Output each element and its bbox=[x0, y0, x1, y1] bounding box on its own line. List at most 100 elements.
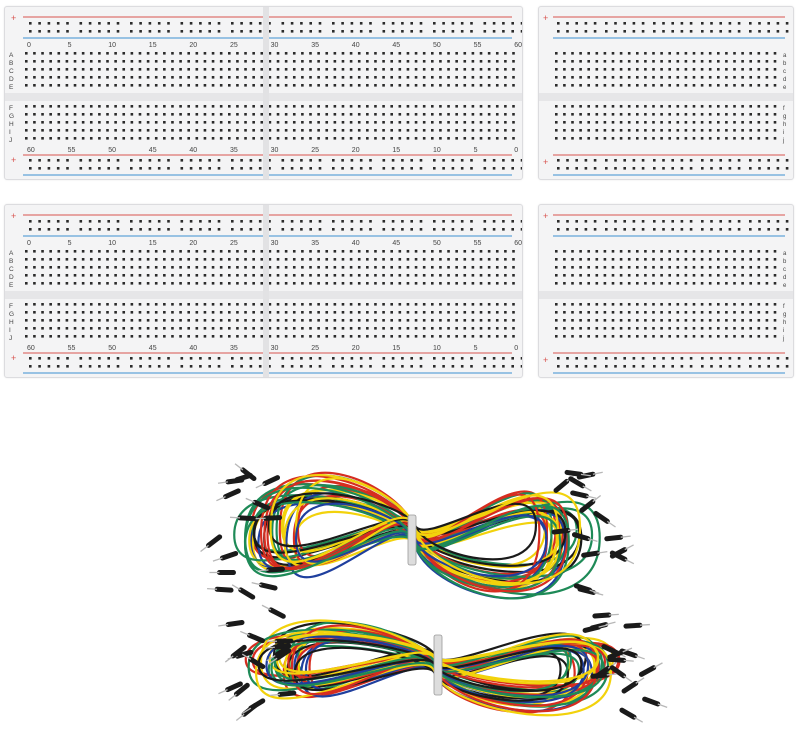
jumper-wire bbox=[278, 632, 600, 683]
connector-pin bbox=[608, 613, 619, 616]
row-letter: j bbox=[782, 138, 784, 144]
connector-housing bbox=[258, 582, 278, 591]
hole-row bbox=[557, 159, 789, 162]
row-letter: e bbox=[783, 283, 787, 289]
jumper-wire bbox=[270, 640, 605, 698]
column-number: 30 bbox=[271, 345, 279, 352]
hole-row bbox=[25, 113, 515, 116]
column-number: 0 bbox=[514, 345, 518, 352]
connector-pin bbox=[635, 655, 645, 660]
column-number: 25 bbox=[311, 147, 319, 154]
connector-housing bbox=[619, 707, 637, 720]
column-number: 45 bbox=[149, 147, 157, 154]
center-channel bbox=[539, 93, 793, 101]
connector-housing bbox=[621, 680, 639, 694]
column-number: 20 bbox=[189, 42, 197, 49]
hole-row bbox=[555, 327, 777, 330]
connector-pin bbox=[207, 588, 218, 590]
connector-housing bbox=[564, 469, 584, 477]
hole-row bbox=[557, 30, 789, 33]
cable-tie-upper bbox=[407, 514, 417, 566]
row-letter: i bbox=[783, 130, 784, 136]
column-number: 5 bbox=[68, 42, 72, 49]
connector-pin bbox=[229, 516, 241, 519]
jumper-wire bbox=[259, 475, 541, 593]
hole-row bbox=[25, 84, 515, 87]
plus-label: + bbox=[543, 355, 548, 365]
column-number: 50 bbox=[108, 147, 116, 154]
column-number: 15 bbox=[149, 42, 157, 49]
column-number: 45 bbox=[392, 240, 400, 247]
column-number: 50 bbox=[433, 240, 441, 247]
row-letter: H bbox=[9, 319, 14, 326]
connector-pin bbox=[217, 481, 229, 484]
hole-row bbox=[555, 137, 777, 140]
column-number: 50 bbox=[108, 345, 116, 352]
connector-pin bbox=[597, 550, 608, 554]
column-number: 25 bbox=[230, 42, 238, 49]
row-letter: J bbox=[9, 335, 12, 342]
row-letter: h bbox=[783, 122, 786, 128]
connector-housing bbox=[268, 607, 286, 619]
hole-row bbox=[29, 22, 522, 25]
hole-row bbox=[25, 282, 515, 285]
column-number: 25 bbox=[230, 240, 238, 247]
column-number: 35 bbox=[230, 345, 238, 352]
hole-row bbox=[25, 129, 515, 132]
connector-pin bbox=[235, 713, 245, 722]
connector-pin bbox=[245, 497, 256, 503]
connector-housing bbox=[638, 665, 657, 677]
connector-housing bbox=[252, 499, 271, 511]
row-letter: i bbox=[783, 328, 784, 334]
row-letter: d bbox=[783, 275, 786, 281]
connector-housing bbox=[642, 696, 661, 707]
connector-housing bbox=[579, 499, 596, 513]
connector-pin bbox=[231, 584, 242, 591]
column-number: 10 bbox=[108, 42, 116, 49]
column-number: 5 bbox=[474, 147, 478, 154]
row-letter: D bbox=[9, 76, 14, 83]
column-number: 55 bbox=[68, 147, 76, 154]
connector-pin bbox=[592, 494, 602, 503]
connector-housing bbox=[214, 586, 234, 593]
row-letter: B bbox=[9, 60, 13, 67]
connector-housing bbox=[277, 690, 297, 697]
connector-housing bbox=[593, 510, 610, 524]
center-channel bbox=[539, 291, 793, 299]
hole-row bbox=[25, 52, 515, 55]
connector-pin bbox=[268, 657, 278, 665]
column-number: 0 bbox=[27, 42, 31, 49]
column-number: 10 bbox=[433, 147, 441, 154]
row-letter: A bbox=[9, 250, 14, 257]
plus-label: + bbox=[543, 157, 548, 167]
connector-pin bbox=[212, 557, 223, 562]
cable-tie-lower bbox=[433, 634, 443, 696]
column-number: 5 bbox=[68, 240, 72, 247]
connector-housing bbox=[263, 515, 283, 521]
connector-housing bbox=[581, 550, 600, 558]
connector-pin bbox=[624, 558, 635, 565]
connector-housing bbox=[225, 620, 245, 628]
connector-pin bbox=[623, 659, 634, 662]
row-letter: e bbox=[783, 85, 787, 91]
hole-row bbox=[555, 84, 777, 87]
connector-pin bbox=[241, 653, 252, 660]
jumper-wire bbox=[282, 489, 563, 569]
connector-housing bbox=[573, 583, 593, 593]
hole-row bbox=[25, 311, 515, 314]
connector-housing bbox=[248, 656, 266, 670]
hole-row bbox=[29, 167, 522, 170]
connector-pin bbox=[266, 655, 276, 662]
hole-row bbox=[555, 129, 777, 132]
row-letter: F bbox=[9, 303, 13, 310]
column-number: 45 bbox=[392, 42, 400, 49]
row-letter: a bbox=[783, 53, 787, 59]
connector-pin bbox=[587, 537, 598, 543]
connector-pin bbox=[264, 646, 275, 649]
column-number: 40 bbox=[189, 147, 197, 154]
hole-row bbox=[25, 327, 515, 330]
plus-label: + bbox=[11, 13, 16, 23]
